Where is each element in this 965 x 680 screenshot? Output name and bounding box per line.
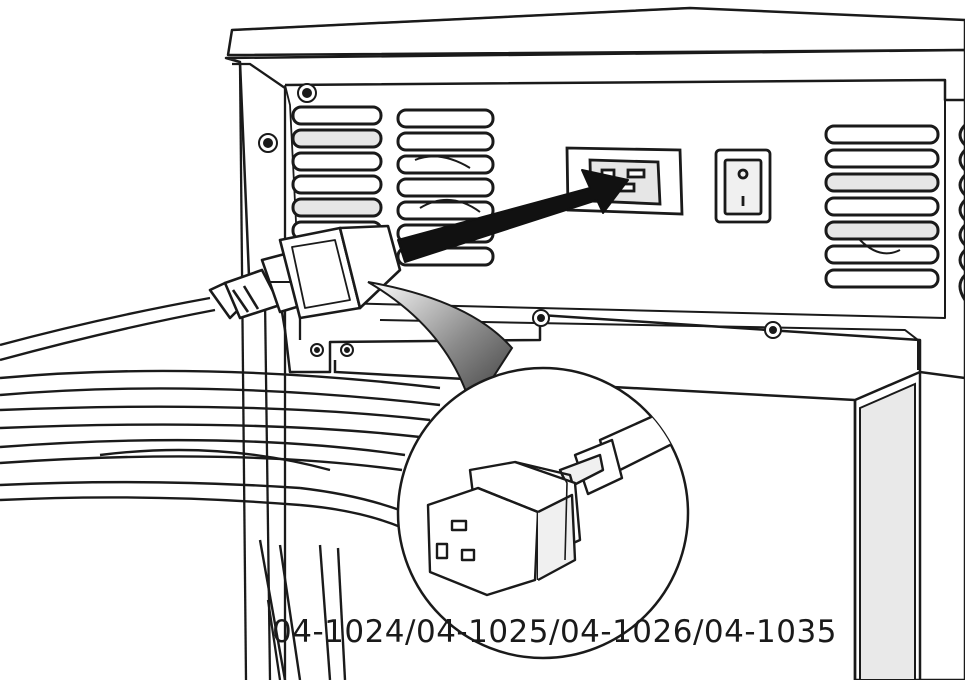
power-cable-coil bbox=[0, 296, 441, 680]
screw-icon bbox=[764, 321, 782, 339]
screw-icon bbox=[310, 343, 324, 357]
insert-arrow-icon bbox=[397, 169, 629, 263]
model-number-caption: 04-1024/04-1025/04-1026/04-1035 bbox=[272, 614, 837, 650]
vent-right bbox=[824, 124, 940, 289]
screw-icon bbox=[340, 343, 354, 357]
power-cord-plug bbox=[208, 224, 402, 320]
screw-icon bbox=[532, 309, 550, 327]
lower-cabinet bbox=[333, 360, 965, 680]
screw-icon bbox=[258, 133, 278, 153]
power-switch bbox=[714, 148, 772, 224]
screw-icon bbox=[297, 83, 317, 103]
vent-far-right bbox=[958, 123, 965, 301]
magnifier-callout-icon bbox=[396, 366, 690, 660]
